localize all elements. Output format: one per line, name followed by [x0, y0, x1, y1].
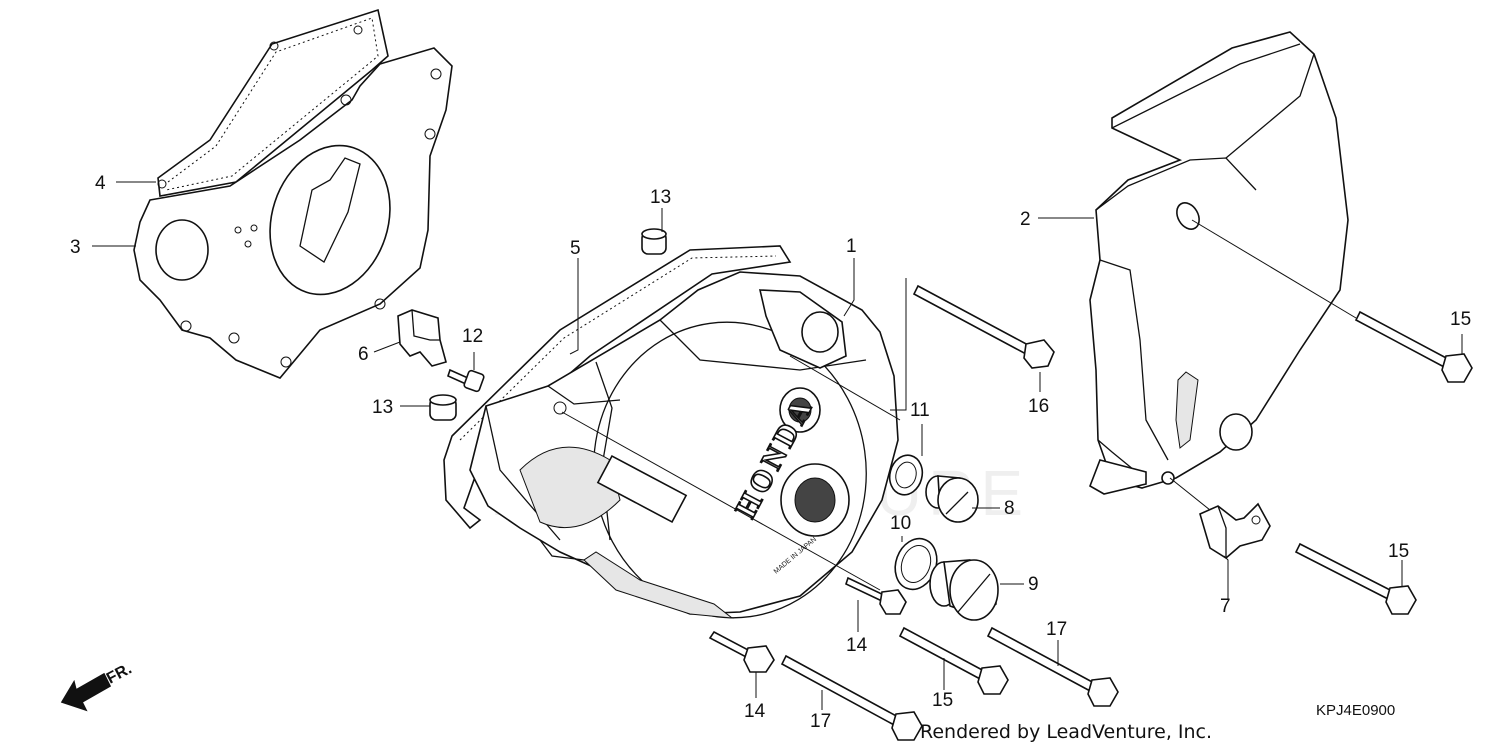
part-15-bolt-middle — [898, 626, 1009, 695]
part-15-bolt-lower-right — [1294, 542, 1417, 615]
leader-lines — [92, 181, 1463, 710]
part-15-bolt-upper-right — [1354, 310, 1473, 383]
part-17-bolt-lower — [780, 654, 923, 741]
part-14-bolt-upper — [845, 576, 907, 615]
credit-text: Rendered by LeadVenture, Inc. — [920, 721, 1212, 743]
callout-17-lower: 17 — [810, 711, 831, 732]
callout-2: 2 — [1020, 209, 1031, 230]
callout-8: 8 — [1004, 498, 1015, 519]
callout-3: 3 — [70, 237, 81, 258]
callout-9: 9 — [1028, 574, 1039, 595]
part-1-cover: HONDA MADE IN JAPAN — [469, 271, 899, 619]
callout-11: 11 — [910, 400, 930, 421]
front-direction-arrow: FR. — [60, 660, 135, 712]
part-12-bolt — [447, 368, 485, 393]
part-17-bolt-right — [986, 626, 1119, 707]
callout-labels: 4 3 6 12 13 13 5 1 2 15 16 11 8 10 9 15 … — [70, 173, 1471, 732]
part-14-bolt-lower — [708, 630, 775, 673]
callout-14-upper: 14 — [846, 635, 868, 656]
part-2-cover — [1089, 31, 1349, 495]
callout-12: 12 — [462, 326, 483, 347]
callout-1: 1 — [846, 236, 857, 257]
callout-13-upper: 13 — [650, 187, 671, 208]
part-9-plug — [929, 559, 999, 621]
callout-7: 7 — [1220, 596, 1231, 617]
part-16-bolt — [912, 284, 1055, 369]
callout-15-middle: 15 — [932, 690, 953, 711]
callout-6: 6 — [358, 344, 369, 365]
part-4-gasket — [157, 8, 389, 197]
callout-5: 5 — [570, 238, 581, 259]
callout-14-lower: 14 — [744, 701, 766, 722]
part-6-clamp — [397, 309, 447, 367]
part-8-plug — [925, 475, 979, 523]
diagram-code: KPJ4E0900 — [1316, 702, 1395, 719]
part-10-o-ring — [894, 537, 938, 591]
callout-17-right: 17 — [1046, 619, 1067, 640]
part-11-washer — [888, 454, 924, 496]
callout-16: 16 — [1028, 396, 1049, 417]
callout-15-lower-right: 15 — [1388, 541, 1409, 562]
part-3-plate — [133, 47, 453, 379]
callout-4: 4 — [95, 173, 106, 194]
callout-13-lower: 13 — [372, 397, 393, 418]
callout-10: 10 — [890, 513, 911, 534]
part-13-dowel-lower — [429, 394, 457, 421]
part-7-clamp — [1199, 502, 1271, 559]
part-13-dowel-upper — [641, 228, 667, 255]
callout-15-upper-right: 15 — [1450, 309, 1471, 330]
